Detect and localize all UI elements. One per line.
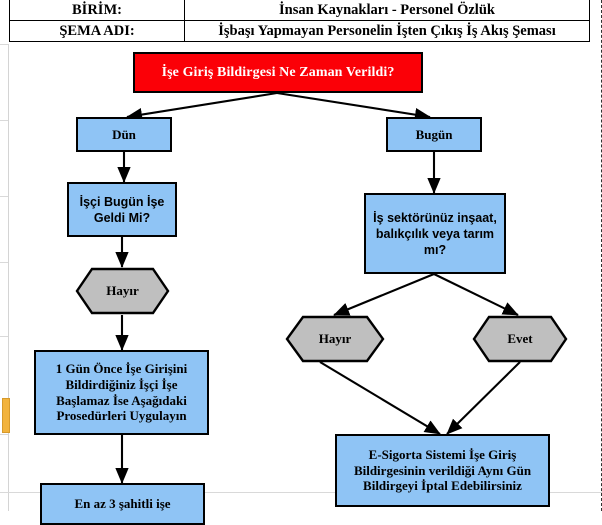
edge-sektor-hayirorta (333, 273, 435, 316)
hexagon-shape (285, 315, 385, 363)
node-sektor-label: İş sektörünüz inşaat, balıkçılık veya ta… (373, 210, 497, 257)
node-hayir-orta[interactable]: Hayır (285, 315, 385, 363)
edge-evet-esigorta (446, 361, 521, 435)
node-prosedur-label: 1 Gün Önce İşe Girişini Bildirdiğiniz İş… (55, 360, 188, 424)
node-start-label: İşe Giriş Bildirgesi Ne Zaman Verildi? (161, 64, 395, 80)
edge-start-dun (126, 91, 278, 122)
node-bugun-label: Bugün (415, 126, 453, 142)
edge-hayirorta-esigorta (319, 361, 441, 435)
node-prosedur[interactable]: 1 Gün Önce İşe Girişini Bildirdiğiniz İş… (34, 350, 209, 435)
table-row: ŞEMA ADI: İşbaşı Yapmayan Personelin İşt… (9, 20, 590, 42)
grid-row-line (0, 336, 8, 337)
node-dun-label: Dün (112, 126, 136, 142)
birim-label: BİRİM: (9, 0, 185, 21)
hexagon-shape (472, 315, 568, 363)
node-isci-geldi[interactable]: İşçi Bugün İşe Geldi Mi? (67, 182, 177, 237)
node-bugun[interactable]: Bugün (386, 117, 482, 152)
sema-adi-label: ŞEMA ADI: (9, 20, 185, 42)
hexagon-shape (75, 267, 170, 315)
flowchart-connectors (115, 91, 521, 484)
node-evet-sag[interactable]: Evet (472, 315, 568, 363)
node-hayir-sol[interactable]: Hayır (75, 267, 170, 315)
grid-row-line (0, 44, 8, 45)
node-sektor[interactable]: İş sektörünüz inşaat, balıkçılık veya ta… (364, 193, 506, 274)
row-highlight-marker (2, 398, 10, 433)
node-dun[interactable]: Dün (76, 117, 172, 152)
node-esigorta-label: E-Sigorta Sistemi İşe Giriş Bildirgesini… (353, 446, 532, 494)
sema-adi-value: İşbaşı Yapmayan Personelin İşten Çıkış İ… (184, 20, 590, 42)
grid-row-line (0, 262, 8, 263)
grid-row-line (0, 434, 8, 435)
node-isci-geldi-label: İşçi Bugün İşe Geldi Mi? (79, 194, 165, 225)
grid-row-line (0, 196, 8, 197)
node-sahitli[interactable]: En az 3 şahitli işe (40, 483, 205, 525)
grid-row-line (0, 120, 8, 121)
node-start[interactable]: İşe Giriş Bildirgesi Ne Zaman Verildi? (133, 52, 423, 93)
edge-start-bugun (276, 91, 431, 122)
node-sahitli-label: En az 3 şahitli işe (74, 496, 171, 512)
grid-column-line (8, 44, 9, 511)
edge-sektor-evet (433, 273, 519, 316)
node-esigorta[interactable]: E-Sigorta Sistemi İşe Giriş Bildirgesini… (335, 434, 550, 507)
header-info-table: BİRİM: İnsan Kaynakları - Personel Özlük… (9, 0, 590, 42)
grid-row-line (0, 492, 602, 493)
